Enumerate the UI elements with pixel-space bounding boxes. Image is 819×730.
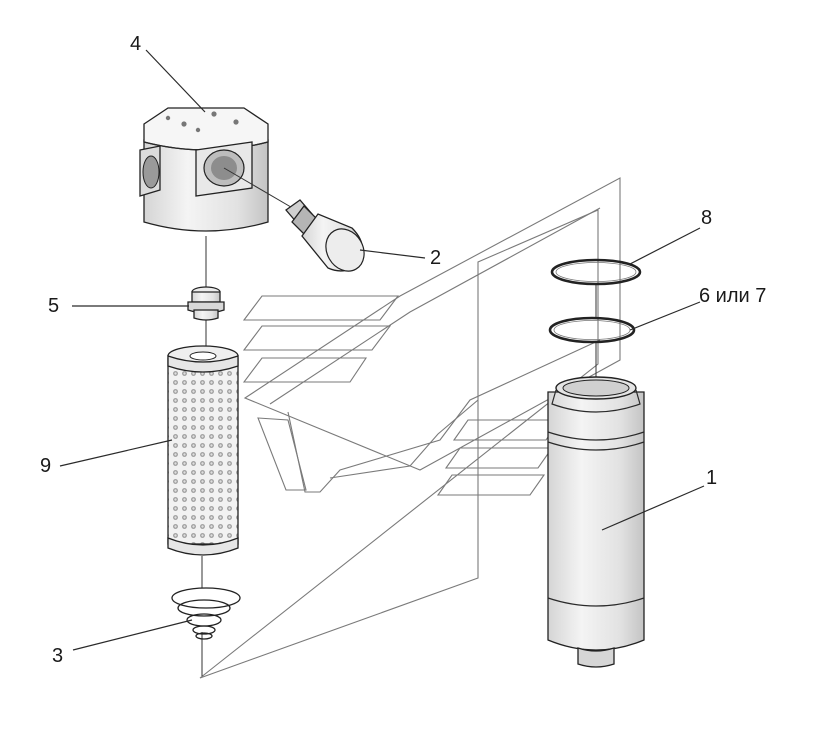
- part-4-housing: [139, 107, 269, 232]
- part-9-filter-element: [167, 345, 239, 556]
- part-5-nipple: [187, 286, 225, 321]
- assembly-axis-lines: [201, 236, 597, 676]
- label-part-4: 4: [130, 33, 141, 55]
- label-part-8: 8: [701, 207, 712, 229]
- part-6-7-ring: [548, 316, 636, 344]
- part-1-bowl: [547, 376, 645, 668]
- watermark-logo: [199, 177, 621, 679]
- label-part-3: 3: [52, 645, 63, 667]
- label-part-9: 9: [40, 455, 51, 477]
- part-3-spring: [171, 587, 241, 640]
- part-labels: 4 2 5 9 3 8 6 или 7 1: [40, 33, 766, 667]
- label-part-5: 5: [48, 295, 59, 317]
- part-8-o-ring: [550, 258, 642, 286]
- label-part-6-7: 6 или 7: [699, 285, 766, 307]
- label-part-2: 2: [430, 247, 441, 269]
- leader-lines: [59, 49, 705, 651]
- label-part-1: 1: [706, 467, 717, 489]
- part-2-plug: [223, 167, 365, 272]
